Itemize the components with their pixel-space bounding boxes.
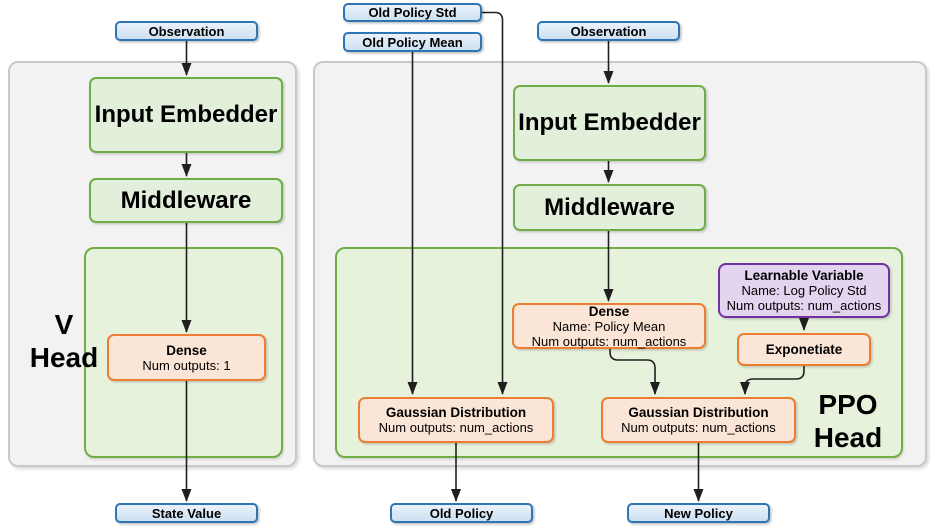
learnable-variable-outputs-line: Num outputs: num_actions: [726, 298, 882, 313]
vnet-dense-subtitle: Num outputs: 1: [142, 357, 231, 373]
vnet-observation-node: Observation: [115, 21, 258, 41]
vnet-input-embedder-label: Input Embedder: [94, 101, 278, 128]
exponetiate-node: Exponetiate: [737, 333, 871, 366]
ppo-input-embedder-label: Input Embedder: [518, 109, 701, 136]
gaussian-old-subtitle: Num outputs: num_actions: [378, 420, 534, 435]
ppo-observation-node: Observation: [537, 21, 680, 41]
learnable-variable-node: Learnable Variable Name: Log Policy Std …: [718, 263, 890, 318]
old-policy-std-node: Old Policy Std: [343, 3, 482, 22]
gaussian-new-subtitle: Num outputs: num_actions: [621, 420, 776, 435]
ppo-middleware-node: Middleware: [513, 184, 706, 231]
vnet-dense-title: Dense: [166, 342, 207, 358]
v-head-title-line2: Head: [29, 342, 99, 373]
vnet-input-embedder-node: Input Embedder: [89, 77, 283, 153]
ppo-input-embedder-node: Input Embedder: [513, 85, 706, 161]
exponetiate-label: Exponetiate: [765, 342, 843, 357]
vnet-dense-node: Dense Num outputs: 1: [107, 334, 266, 381]
old-policy-std-label: Old Policy Std: [368, 5, 457, 20]
v-head-title: V Head: [18, 308, 110, 374]
old-policy-mean-label: Old Policy Mean: [362, 34, 463, 50]
ppo-dense-title: Dense: [588, 303, 630, 319]
conn-exponetiate-to-gaussian-new: [740, 366, 805, 395]
ppo-dense-name-line: Name: Policy Mean: [552, 318, 666, 334]
gaussian-distribution-new-node: Gaussian Distribution Num outputs: num_a…: [601, 397, 796, 443]
old-policy-label: Old Policy: [429, 505, 494, 521]
vnet-middleware-label: Middleware: [120, 186, 252, 214]
ppo-middleware-label: Middleware: [544, 193, 675, 221]
learnable-variable-name-line: Name: Log Policy Std: [741, 283, 867, 298]
gaussian-distribution-old-node: Gaussian Distribution Num outputs: num_a…: [358, 397, 554, 443]
ppo-head-title-line2: Head: [813, 422, 883, 453]
old-policy-mean-node: Old Policy Mean: [343, 32, 482, 52]
state-value-node: State Value: [115, 503, 258, 523]
vnet-middleware-node: Middleware: [89, 178, 283, 223]
learnable-variable-title: Learnable Variable: [744, 268, 864, 283]
gaussian-old-title: Gaussian Distribution: [385, 405, 527, 420]
conn-old-policy-std-to-gaussian-old: [482, 11, 508, 395]
ppo-head-title-line1: PPO: [818, 389, 878, 420]
new-policy-label: New Policy: [664, 505, 733, 521]
ppo-head-title: PPO Head: [798, 388, 898, 454]
old-policy-node: Old Policy: [390, 503, 533, 523]
vnet-observation-label: Observation: [148, 23, 225, 39]
new-policy-node: New Policy: [627, 503, 770, 523]
gaussian-new-title: Gaussian Distribution: [628, 405, 769, 420]
ppo-observation-label: Observation: [570, 23, 647, 39]
state-value-label: State Value: [151, 505, 222, 521]
v-head-title-line1: V: [54, 309, 74, 340]
conn-dense-to-gaussian-new: [609, 349, 660, 395]
ppo-dense-outputs-line: Num outputs: num_actions: [531, 333, 687, 349]
ppo-dense-policy-mean-node: Dense Name: Policy Mean Num outputs: num…: [512, 303, 706, 349]
